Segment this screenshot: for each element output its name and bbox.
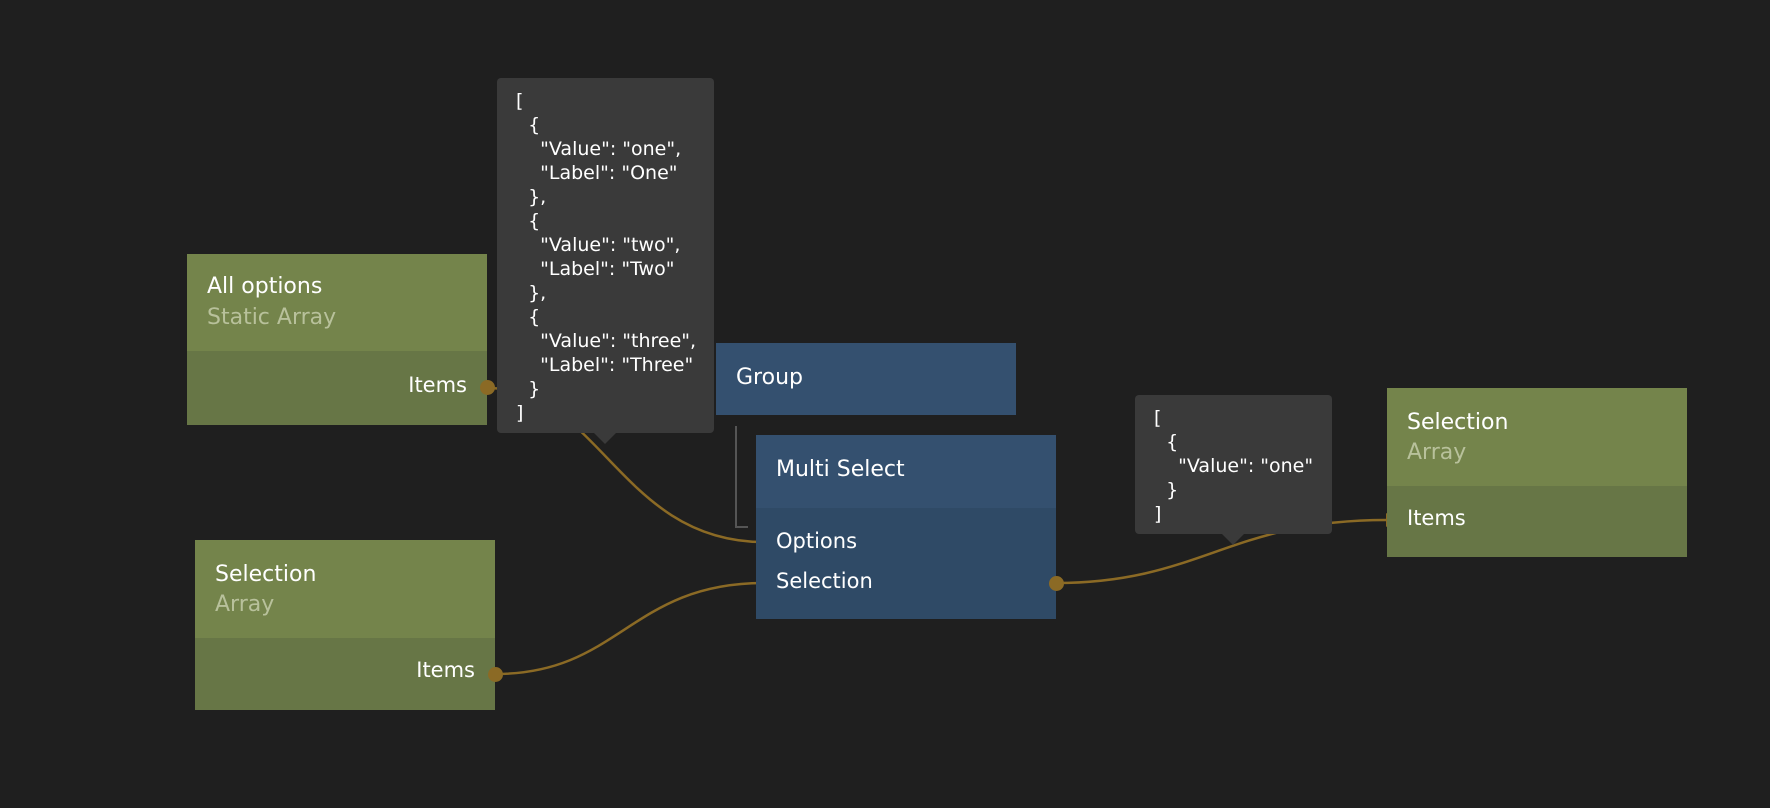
node-body: Options Selection (756, 508, 1056, 619)
group-node[interactable]: Group (716, 343, 1016, 415)
items-port-label: Items (416, 658, 475, 682)
items-output-port[interactable] (488, 667, 503, 682)
node-header: Selection Array (195, 540, 495, 638)
node-title: Group (736, 365, 803, 390)
selection-array-node[interactable]: Selection Array Items (195, 540, 495, 710)
wire-items-to-selection (494, 581, 765, 676)
node-header: Multi Select (756, 435, 1056, 508)
multi-select-node[interactable]: Multi Select Options Selection (756, 435, 1056, 619)
node-header: All options Static Array (187, 254, 487, 351)
node-title: All options (207, 274, 323, 299)
selection-json: [ { "Value": "one" } ] (1154, 407, 1314, 525)
node-title: Multi Select (776, 457, 905, 482)
selection-output-port[interactable] (1049, 576, 1064, 591)
node-title: Selection (1407, 410, 1509, 435)
node-title: Selection (215, 562, 317, 587)
options-json: [ { "Value": "one", "Label": "One" }, { … (516, 90, 697, 424)
node-body: Items (187, 351, 487, 425)
node-body: Items (195, 638, 495, 710)
node-body: Items (1387, 486, 1687, 557)
items-port-label: Items (408, 373, 467, 397)
group-child-line (735, 426, 748, 528)
node-header: Group (716, 343, 1016, 415)
selection-output-node[interactable]: Selection Array Items (1387, 388, 1687, 557)
all-options-node[interactable]: All options Static Array Items (187, 254, 487, 425)
node-type: Array (1407, 440, 1467, 465)
tooltip-pointer (1222, 534, 1244, 545)
options-port-label: Options (776, 529, 858, 553)
tooltip-pointer (594, 433, 616, 444)
node-header: Selection Array (1387, 388, 1687, 486)
node-type: Array (215, 592, 275, 617)
items-output-port[interactable] (480, 380, 495, 395)
node-type: Static Array (207, 305, 337, 330)
selection-port-label: Selection (776, 569, 873, 593)
options-value-tooltip: [ { "Value": "one", "Label": "One" }, { … (497, 78, 714, 433)
selection-value-tooltip: [ { "Value": "one" } ] (1135, 395, 1332, 534)
items-port-label: Items (1407, 506, 1466, 530)
